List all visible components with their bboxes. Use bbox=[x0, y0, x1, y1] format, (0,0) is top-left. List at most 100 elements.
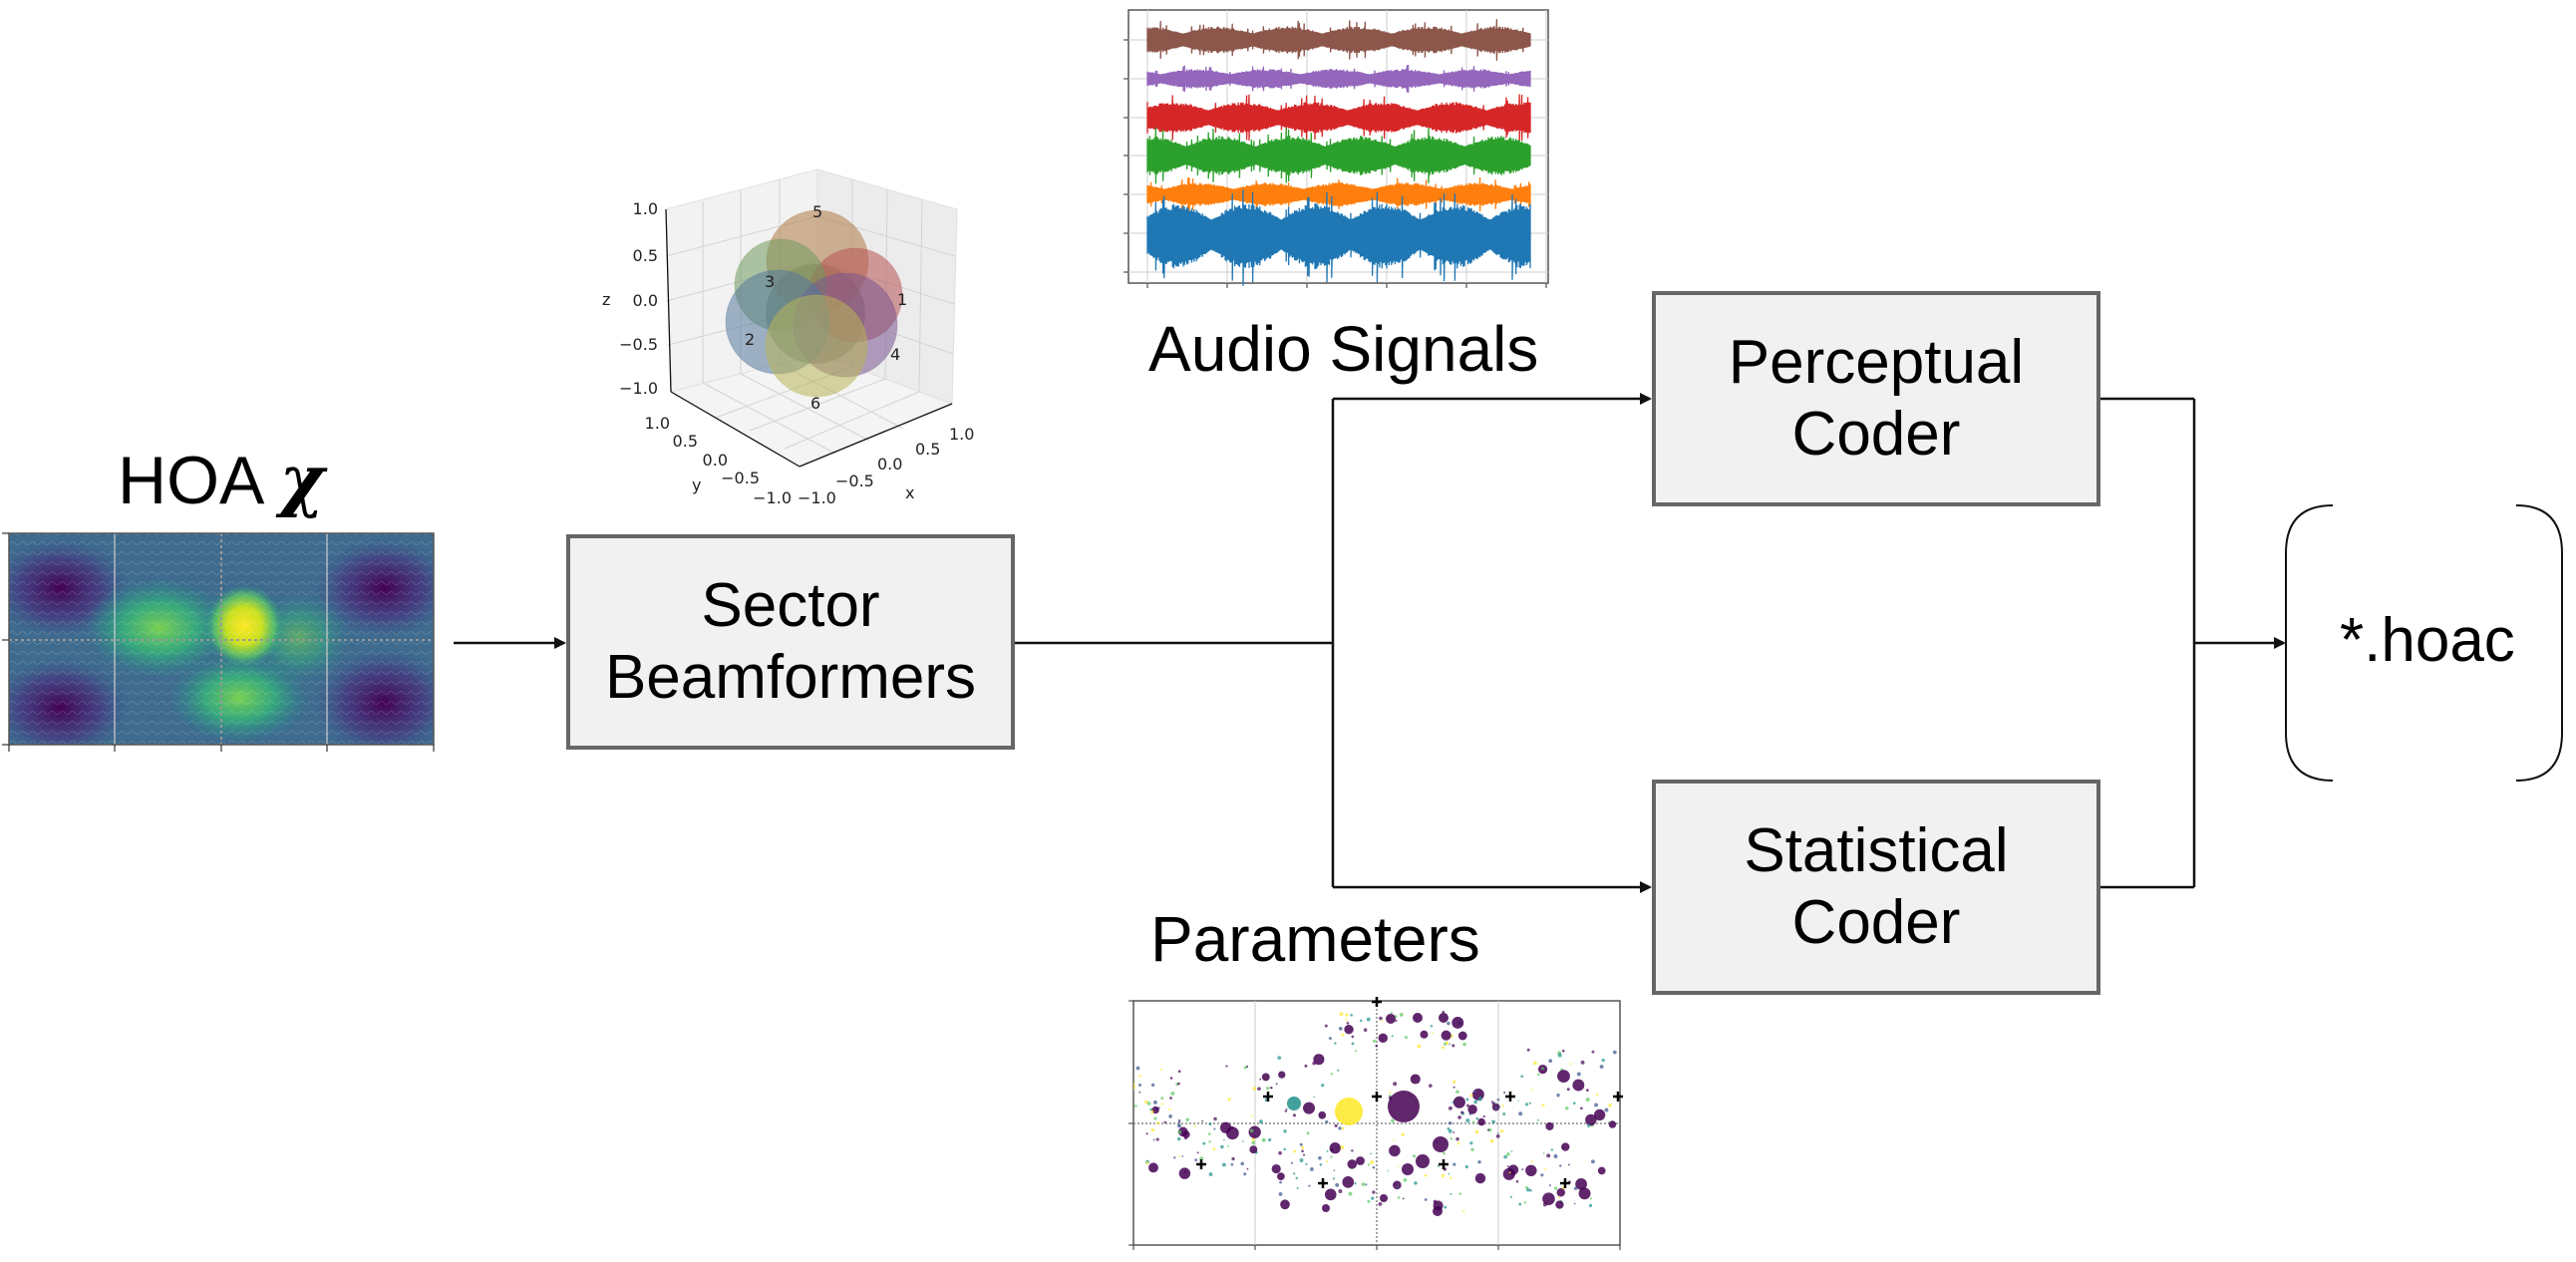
sector-beamformers-line-2: Beamformers bbox=[604, 643, 977, 712]
parameter-marker bbox=[1338, 1027, 1343, 1031]
parameter-marker bbox=[1153, 1116, 1157, 1120]
hoa-dark-region bbox=[9, 658, 130, 745]
statistical-coder-line-2: Coder bbox=[1791, 888, 1961, 957]
parameter-marker bbox=[1359, 1019, 1363, 1023]
parameter-marker bbox=[1278, 1192, 1283, 1196]
parameter-marker bbox=[1556, 1188, 1566, 1197]
parameter-marker bbox=[1133, 1086, 1136, 1090]
parameter-marker bbox=[1413, 1154, 1417, 1158]
parameter-marker bbox=[1437, 1164, 1440, 1167]
parameter-marker bbox=[1389, 1144, 1401, 1157]
parameter-marker bbox=[1225, 1065, 1228, 1068]
parameter-marker bbox=[1399, 1012, 1404, 1017]
perceptual-coder-line-1: Perceptual bbox=[1728, 328, 2025, 397]
sphere-label: 3 bbox=[765, 272, 775, 291]
parameter-marker bbox=[1589, 1197, 1592, 1200]
parameter-marker bbox=[1330, 1147, 1334, 1152]
parameter-marker bbox=[1207, 1132, 1211, 1135]
parameter-marker bbox=[1546, 1153, 1551, 1158]
statistical-coder-block[interactable]: Statistical Coder bbox=[1652, 780, 2100, 995]
parameter-marker bbox=[1324, 1188, 1337, 1201]
parameter-marker bbox=[1557, 1070, 1570, 1084]
output-file-label: *.hoac bbox=[2340, 606, 2515, 675]
sphere-plot-panes bbox=[665, 168, 958, 468]
parameter-marker bbox=[1277, 1056, 1282, 1061]
parameter-marker bbox=[1569, 1063, 1572, 1066]
x-tick-label: −1.0 bbox=[798, 488, 836, 507]
parameter-marker bbox=[1531, 1159, 1533, 1162]
parameter-marker bbox=[1312, 1062, 1316, 1066]
parameter-marker bbox=[1303, 1102, 1316, 1114]
parameter-marker bbox=[1597, 1166, 1606, 1175]
parameter-marker bbox=[1318, 1155, 1322, 1160]
sector-beamformers-block[interactable]: Sector Beamformers bbox=[566, 534, 1015, 750]
parameter-marker bbox=[1521, 1168, 1524, 1171]
parameter-marker bbox=[1542, 1152, 1545, 1154]
audio-plot-frame bbox=[1127, 9, 1549, 284]
perceptual-coder-block[interactable]: Perceptual Coder bbox=[1652, 291, 2100, 506]
parameter-marker bbox=[1465, 1118, 1470, 1123]
parameter-marker bbox=[1330, 1155, 1333, 1158]
parameter-marker bbox=[1524, 1103, 1529, 1106]
sphere-label: 2 bbox=[745, 330, 755, 349]
parameter-marker bbox=[1469, 1094, 1473, 1098]
parameter-marker bbox=[1462, 1042, 1466, 1047]
parameter-marker bbox=[1313, 1054, 1325, 1066]
parameter-marker bbox=[1572, 1079, 1585, 1092]
parameter-marker bbox=[1213, 1116, 1217, 1121]
parameter-marker bbox=[1350, 1013, 1353, 1017]
parameter-marker bbox=[1221, 1162, 1226, 1167]
parameter-marker bbox=[1474, 1129, 1479, 1134]
parameter-marker bbox=[1160, 1103, 1164, 1105]
parameter-marker bbox=[1397, 1196, 1401, 1199]
parameter-marker bbox=[1354, 1182, 1357, 1185]
parameter-marker bbox=[1433, 1199, 1438, 1204]
parameter-marker bbox=[1375, 1044, 1379, 1048]
parameter-marker bbox=[1290, 1161, 1294, 1164]
parameter-marker bbox=[1389, 1092, 1392, 1095]
sphere-5 bbox=[766, 209, 869, 313]
parameters-plot-crosses bbox=[1196, 997, 1623, 1188]
parameter-marker bbox=[1496, 1131, 1499, 1134]
sphere-plot-axes bbox=[665, 208, 953, 468]
parameter-marker bbox=[1313, 1096, 1316, 1099]
parameter-marker bbox=[1467, 1104, 1477, 1114]
perceptual-coder-line-2: Coder bbox=[1791, 400, 1961, 469]
parameter-marker bbox=[1346, 1022, 1350, 1025]
parameter-marker bbox=[1127, 1084, 1131, 1088]
parameter-marker bbox=[1525, 1185, 1529, 1189]
parameter-marker bbox=[1292, 1113, 1297, 1117]
parameter-marker bbox=[1299, 1142, 1303, 1146]
parameter-marker bbox=[1452, 1131, 1455, 1133]
parameter-marker bbox=[1284, 1109, 1288, 1112]
audio-series-channel-5 bbox=[1146, 64, 1531, 94]
parameter-marker bbox=[1567, 1180, 1571, 1184]
parameter-marker bbox=[1243, 1172, 1247, 1176]
parameter-marker bbox=[1520, 1075, 1524, 1079]
parameter-marker bbox=[1130, 1100, 1133, 1103]
hoa-background bbox=[9, 533, 434, 745]
parameter-marker bbox=[1249, 1128, 1254, 1133]
parameter-marker bbox=[1449, 1034, 1453, 1039]
parameter-marker bbox=[1457, 1021, 1461, 1025]
parameter-marker bbox=[1556, 1094, 1560, 1098]
parameter-cross-marker bbox=[1318, 1178, 1328, 1188]
y-axis-label: y bbox=[692, 475, 701, 494]
sphere-4 bbox=[793, 272, 898, 378]
parameter-marker bbox=[1212, 1147, 1216, 1151]
parameter-marker bbox=[1541, 1067, 1544, 1071]
parameter-marker bbox=[1452, 1162, 1456, 1166]
parameters-plot-markers bbox=[1127, 1010, 1617, 1216]
parameter-marker bbox=[1393, 1082, 1398, 1087]
parameter-marker bbox=[1230, 1162, 1234, 1166]
hoa-frame bbox=[8, 532, 435, 746]
parameter-marker-large bbox=[1386, 1014, 1396, 1024]
parameter-marker bbox=[1341, 1033, 1345, 1037]
parameter-marker bbox=[1523, 1201, 1527, 1204]
parameter-marker bbox=[1542, 1202, 1547, 1207]
parameter-marker bbox=[1444, 1205, 1448, 1209]
parameter-marker bbox=[1555, 1200, 1564, 1209]
y-tick-label: 1.0 bbox=[645, 414, 670, 433]
parameter-marker bbox=[1266, 1087, 1270, 1091]
